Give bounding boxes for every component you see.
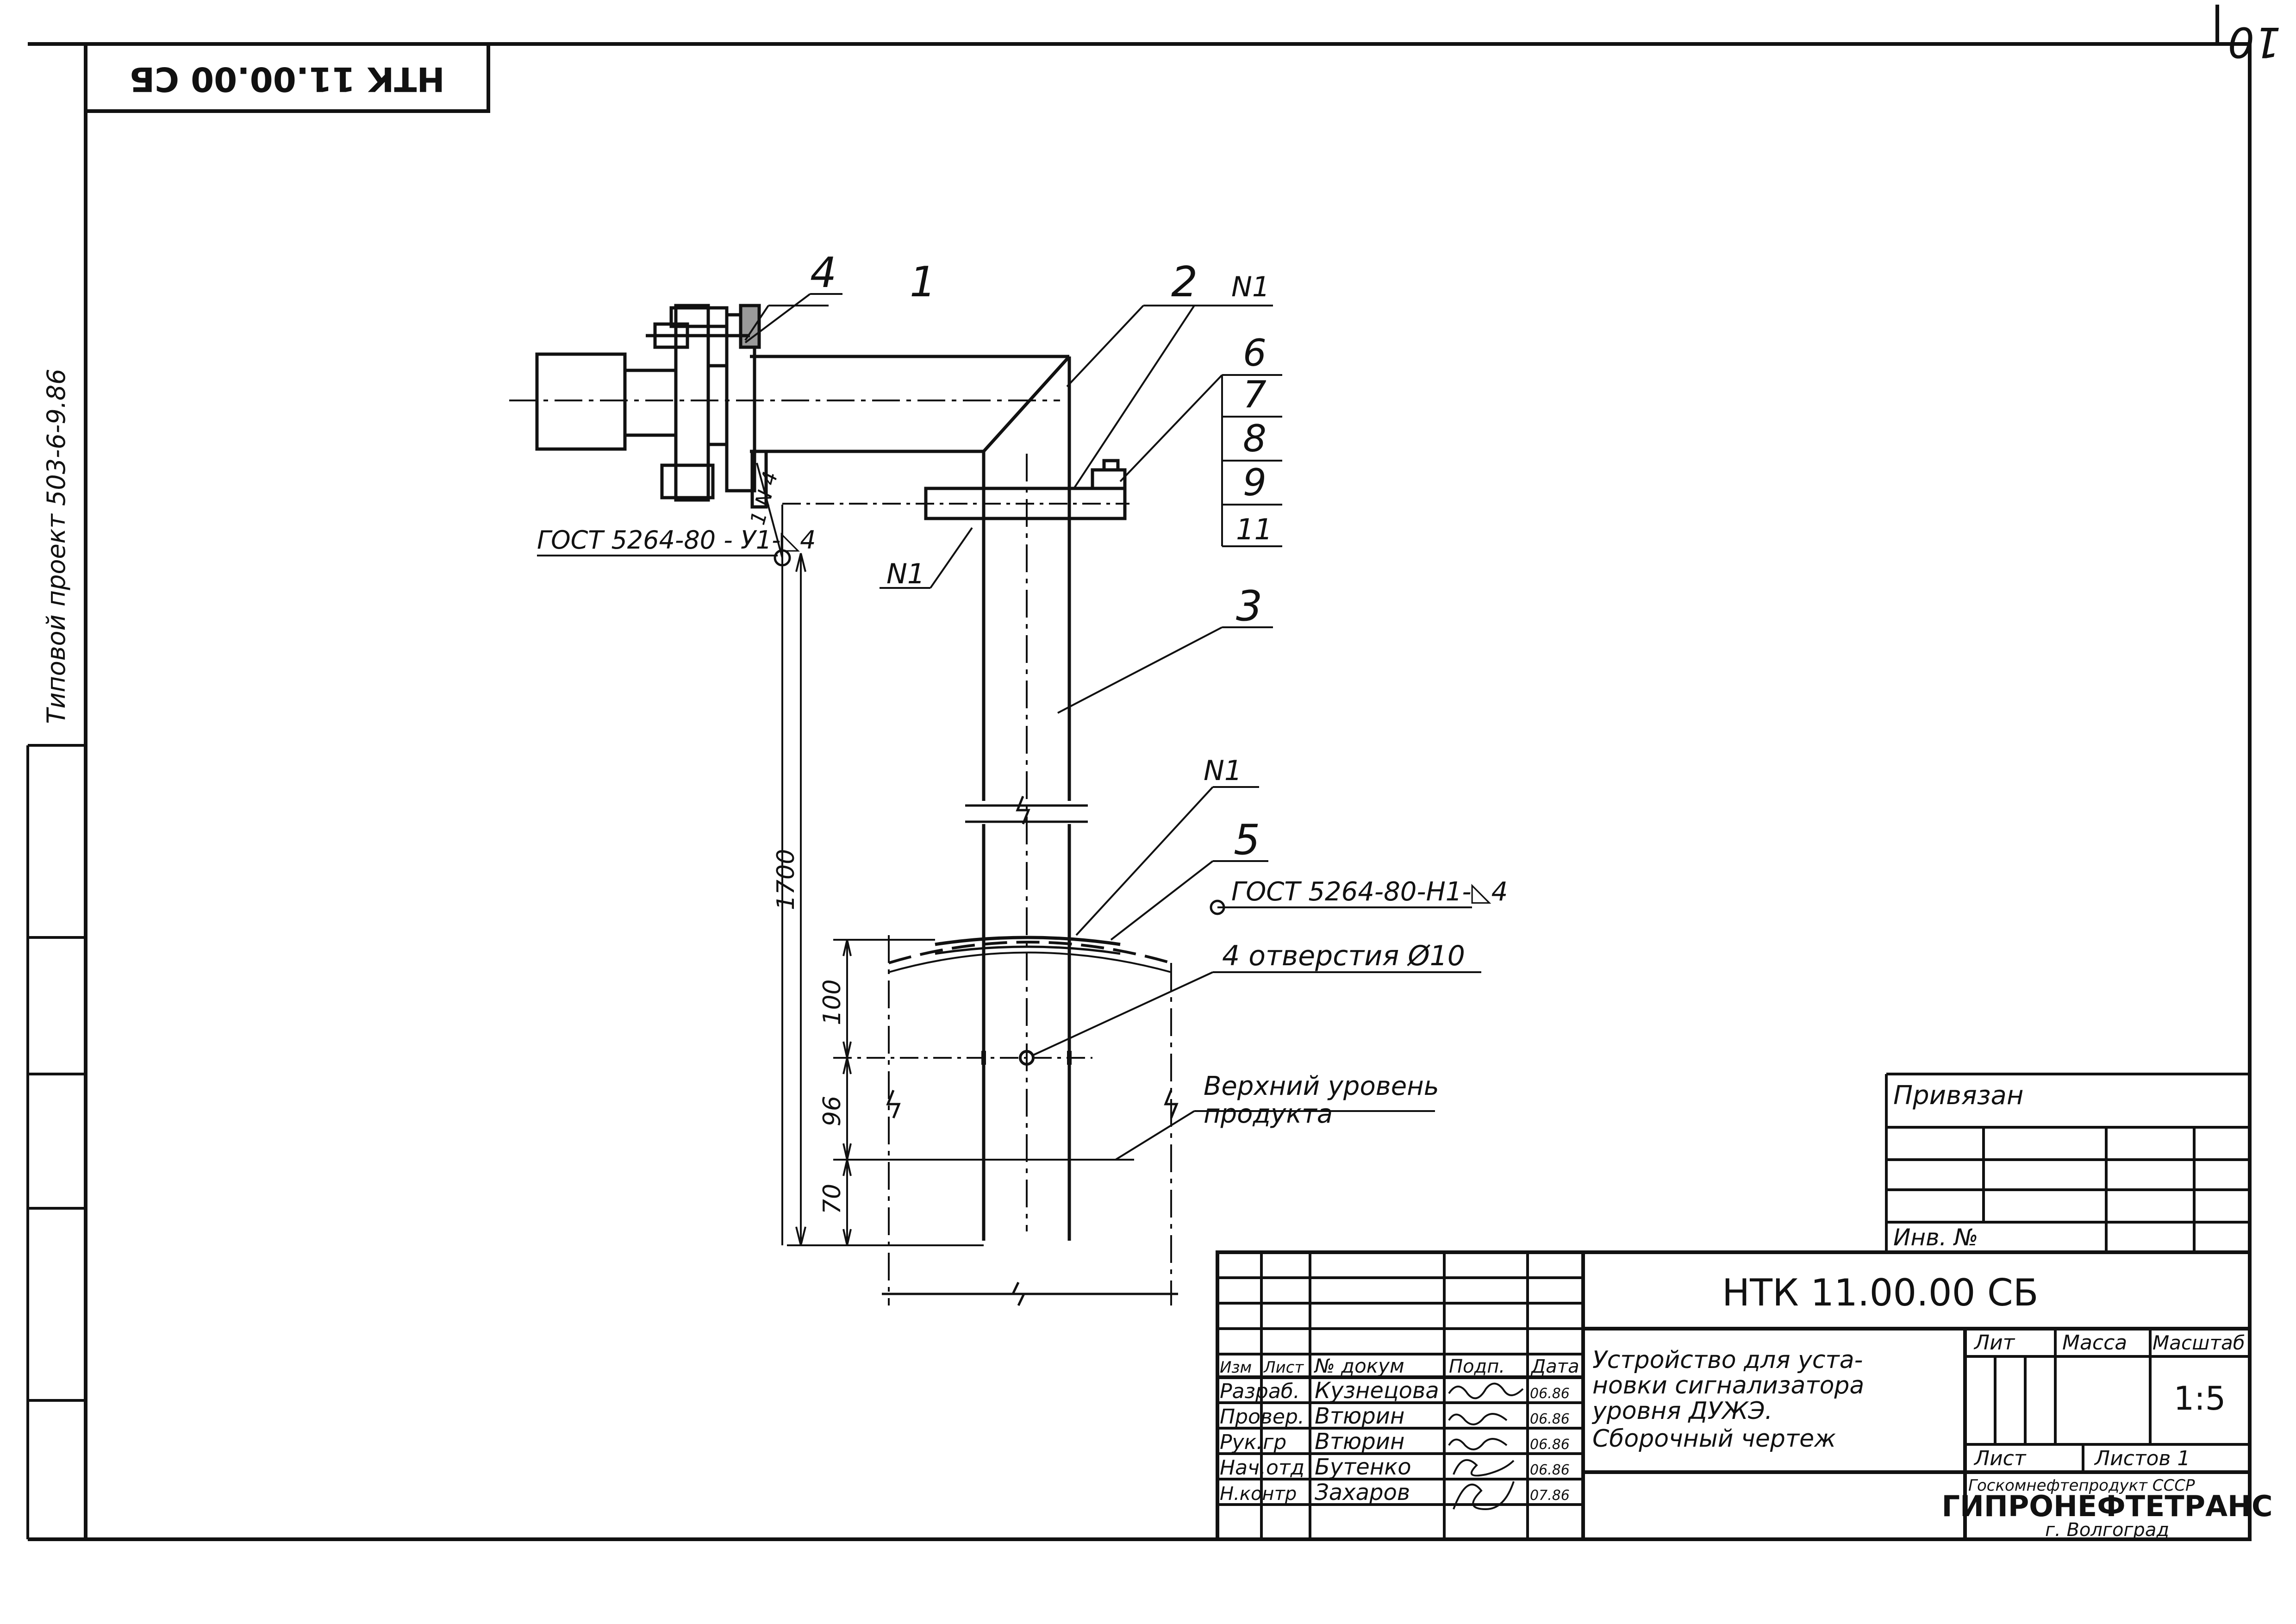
callout-1: 1 <box>910 258 936 306</box>
row-date-4: 07.86 <box>1530 1487 1570 1504</box>
bottom-breakline <box>882 1281 1178 1306</box>
clamp-bracket <box>782 459 1129 520</box>
org-line-3: г. Волгоград <box>2045 1519 2169 1541</box>
hdr-ndokum: № докум <box>1314 1355 1404 1377</box>
description-line-4: Сборочный чертеж <box>1592 1425 1836 1453</box>
sheet-label: Лист <box>1973 1447 2027 1470</box>
row-name-4: Захаров <box>1315 1480 1410 1505</box>
org-line-2: ГИПРОНЕФТЕТРАНС <box>1942 1489 2273 1523</box>
scale-label: Масштаб <box>2152 1331 2245 1354</box>
callout-3: 3 <box>1236 582 1262 631</box>
privyazan-inv: Инв. № <box>1893 1224 1978 1251</box>
scale-value: 1:5 <box>2174 1380 2226 1418</box>
row-role-2: Рук.гр <box>1220 1430 1286 1454</box>
row-date-2: 06.86 <box>1530 1437 1570 1453</box>
description-line-1: Устройство для уста- <box>1592 1346 1863 1374</box>
weld-marker-top <box>774 549 791 567</box>
callout-8: 8 <box>1243 417 1267 460</box>
org-line-1: Госкомнефтепродукт СССР <box>1968 1476 2195 1495</box>
signatures <box>1448 1382 1524 1511</box>
part-1-horizontal-pipe <box>509 355 1071 453</box>
weld-note-bottom: ГОСТ 5264-80-Н1-◺4 <box>1231 877 1508 907</box>
weld-marker-bottom <box>1210 899 1225 915</box>
weld-note-top: ГОСТ 5264-80 - У1-◺4 <box>537 525 816 555</box>
callout-7: 7 <box>1243 373 1267 416</box>
title-block-headers: Изм Лист № докум Подп. Дата <box>1220 1355 1579 1377</box>
title-block-rows: Разраб. Кузнецова 06.86 Провер. Втюрин 0… <box>1220 1378 1570 1505</box>
dim-70: 70 <box>818 1184 846 1214</box>
level-note-line2: продукта <box>1204 1099 1333 1129</box>
assembly-drawing <box>509 293 1481 1306</box>
rotated-stamp: НТК 11.00.00 СБ <box>84 42 490 113</box>
callout-labels: 4 1 2 N1 6 7 8 9 11 N1 3 N1 5 1 N 4 <box>746 249 1273 864</box>
holes-note: 4 отверстия Ø10 <box>1222 940 1465 972</box>
sheet-number: 10 <box>2228 18 2281 66</box>
callout-9: 9 <box>1243 461 1267 504</box>
part-4-flange-assembly <box>535 304 768 509</box>
row-role-3: Нач.отд <box>1220 1456 1304 1480</box>
row-date-3: 06.86 <box>1530 1462 1570 1478</box>
callout-5: 5 <box>1234 816 1260 864</box>
dim-100: 100 <box>818 979 846 1025</box>
row-role-4: Н.контр <box>1220 1483 1297 1505</box>
row-name-2: Втюрин <box>1315 1429 1404 1455</box>
description-line-2: новки сигнализатора <box>1592 1372 1864 1399</box>
dim-1700: 1700 <box>772 849 800 910</box>
row-name-0: Кузнецова <box>1315 1378 1439 1404</box>
privyazan-title: Привязан <box>1893 1081 2023 1111</box>
hdr-data: Дата <box>1530 1356 1579 1377</box>
row-role-1: Провер. <box>1220 1405 1304 1429</box>
row-date-1: 06.86 <box>1530 1411 1570 1427</box>
doc-code: НТК 11.00.00 СБ <box>1722 1271 2039 1314</box>
dim-96: 96 <box>818 1096 846 1126</box>
callout-6: 6 <box>1243 331 1267 375</box>
row-role-0: Разраб. <box>1220 1380 1300 1403</box>
sheets-label: Листов 1 <box>2094 1447 2190 1470</box>
title-block-grid <box>1216 1250 2252 1541</box>
lit-label: Лит <box>1973 1331 2015 1355</box>
row-name-1: Втюрин <box>1315 1403 1404 1429</box>
privyazan-block <box>1885 1073 2250 1252</box>
callout-2: 2 <box>1171 258 1198 306</box>
description: Устройство для уста- новки сигнализатора… <box>1591 1346 1864 1453</box>
callout-n1-low: N1 <box>1204 755 1242 787</box>
callout-n1-mid: N1 <box>886 558 925 590</box>
rotated-stamp-text: НТК 11.00.00 СБ <box>129 60 444 99</box>
row-date-0: 06.86 <box>1530 1386 1570 1402</box>
description-line-3: уровня ДУЖЭ. <box>1591 1397 1772 1425</box>
row-name-3: Бутенко <box>1315 1454 1411 1480</box>
sheet-number-box: 10 <box>2215 5 2281 66</box>
left-margin-strip <box>26 744 86 1539</box>
level-note-line1: Верхний уровень <box>1204 1071 1439 1101</box>
hdr-list: Лист <box>1263 1358 1304 1377</box>
part-3-vertical-pipe <box>965 356 1088 1241</box>
side-note: Типовой проект 503-6-9.86 <box>42 369 71 724</box>
callout-n1-top: N1 <box>1231 271 1270 303</box>
dimension-lines <box>781 505 1134 1246</box>
leader-lines <box>537 293 1481 1161</box>
hdr-izm: Изм <box>1220 1358 1252 1377</box>
hdr-podp: Подп. <box>1449 1356 1505 1377</box>
callout-11: 11 <box>1236 512 1273 546</box>
mass-label: Масса <box>2062 1331 2127 1355</box>
callout-4: 4 <box>810 249 836 297</box>
tank-wall <box>886 935 1179 1305</box>
